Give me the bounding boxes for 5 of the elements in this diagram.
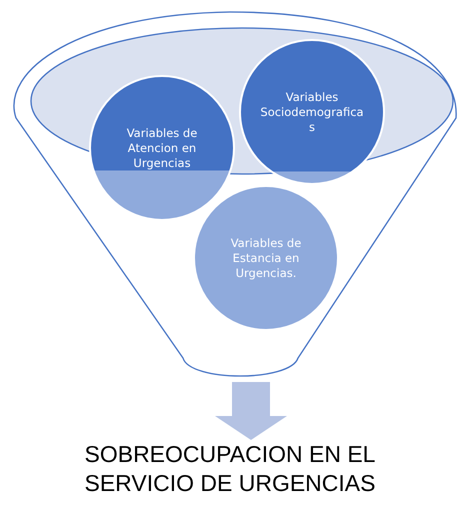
block-arrow xyxy=(215,382,287,440)
node-label: Variables de Atencion en Urgencias xyxy=(126,126,198,170)
node-label: Variables Sociodemograficas xyxy=(260,90,364,134)
node-label: Variables de Estancia en Urgencias. xyxy=(230,236,302,280)
result-text: SOBREOCUPACION EN EL SERVICIO DE URGENCIAS xyxy=(60,440,400,500)
